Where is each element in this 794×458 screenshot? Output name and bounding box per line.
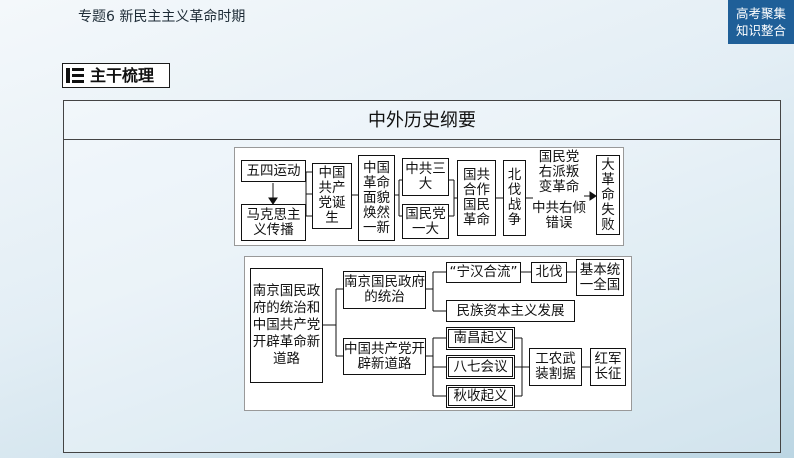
box-minzu: 民族资本主义发展 [446,300,575,322]
box-ningyan: “宁汉合流” [446,262,521,283]
box-baqi: 八七会议 [446,355,515,379]
box-main-topic: 南京国民政府的统治和中国共产党开辟革命新道路 [250,268,323,383]
box-kaipi: 中国共产党开辟新道路 [343,338,426,375]
box-yida: 国民党一大 [402,204,449,239]
box-tongzhi: 南京国民政府的统治 [343,271,426,309]
box-tongyi: 基本统一全国 [576,259,624,296]
badge-line-2: 知识整合 [735,23,786,38]
box-hezuo: 国共合作国民革命 [457,160,496,236]
review-badge[interactable]: 高考聚集 知识整合 [728,0,794,44]
box-dansheng: 中国共产党诞生 [312,163,352,229]
box-sanda: 中共三大 [402,158,449,196]
box-wusi: 五四运动 [241,160,306,182]
heading-bar-icon [66,68,84,83]
box-hongjun: 红军长征 [590,348,626,386]
section-title: 主干梳理 [90,66,155,85]
diagram-title: 中外历史纲要 [63,100,781,140]
section-heading: 主干梳理 [62,63,170,88]
box-beifa: 北伐 [531,262,567,283]
badge-line-1: 高考聚集 [735,6,786,21]
box-mianmao: 中国革命面貌焕然一新 [358,155,395,241]
box-qiushou: 秋收起义 [446,385,515,408]
text-youpai: 国民党右派叛变革命 [538,149,580,195]
topic-title: 专题6 新民主主义革命时期 [78,9,246,25]
text-youqing: 中共右倾错误 [532,200,586,231]
box-nanchang: 南昌起义 [446,327,515,350]
box-makesi: 马克思主义传播 [241,204,306,241]
box-gongnong: 工农武装割据 [529,348,582,386]
box-shibai: 大革命失败 [596,155,620,235]
box-beifa-war: 北伐战争 [503,160,526,236]
